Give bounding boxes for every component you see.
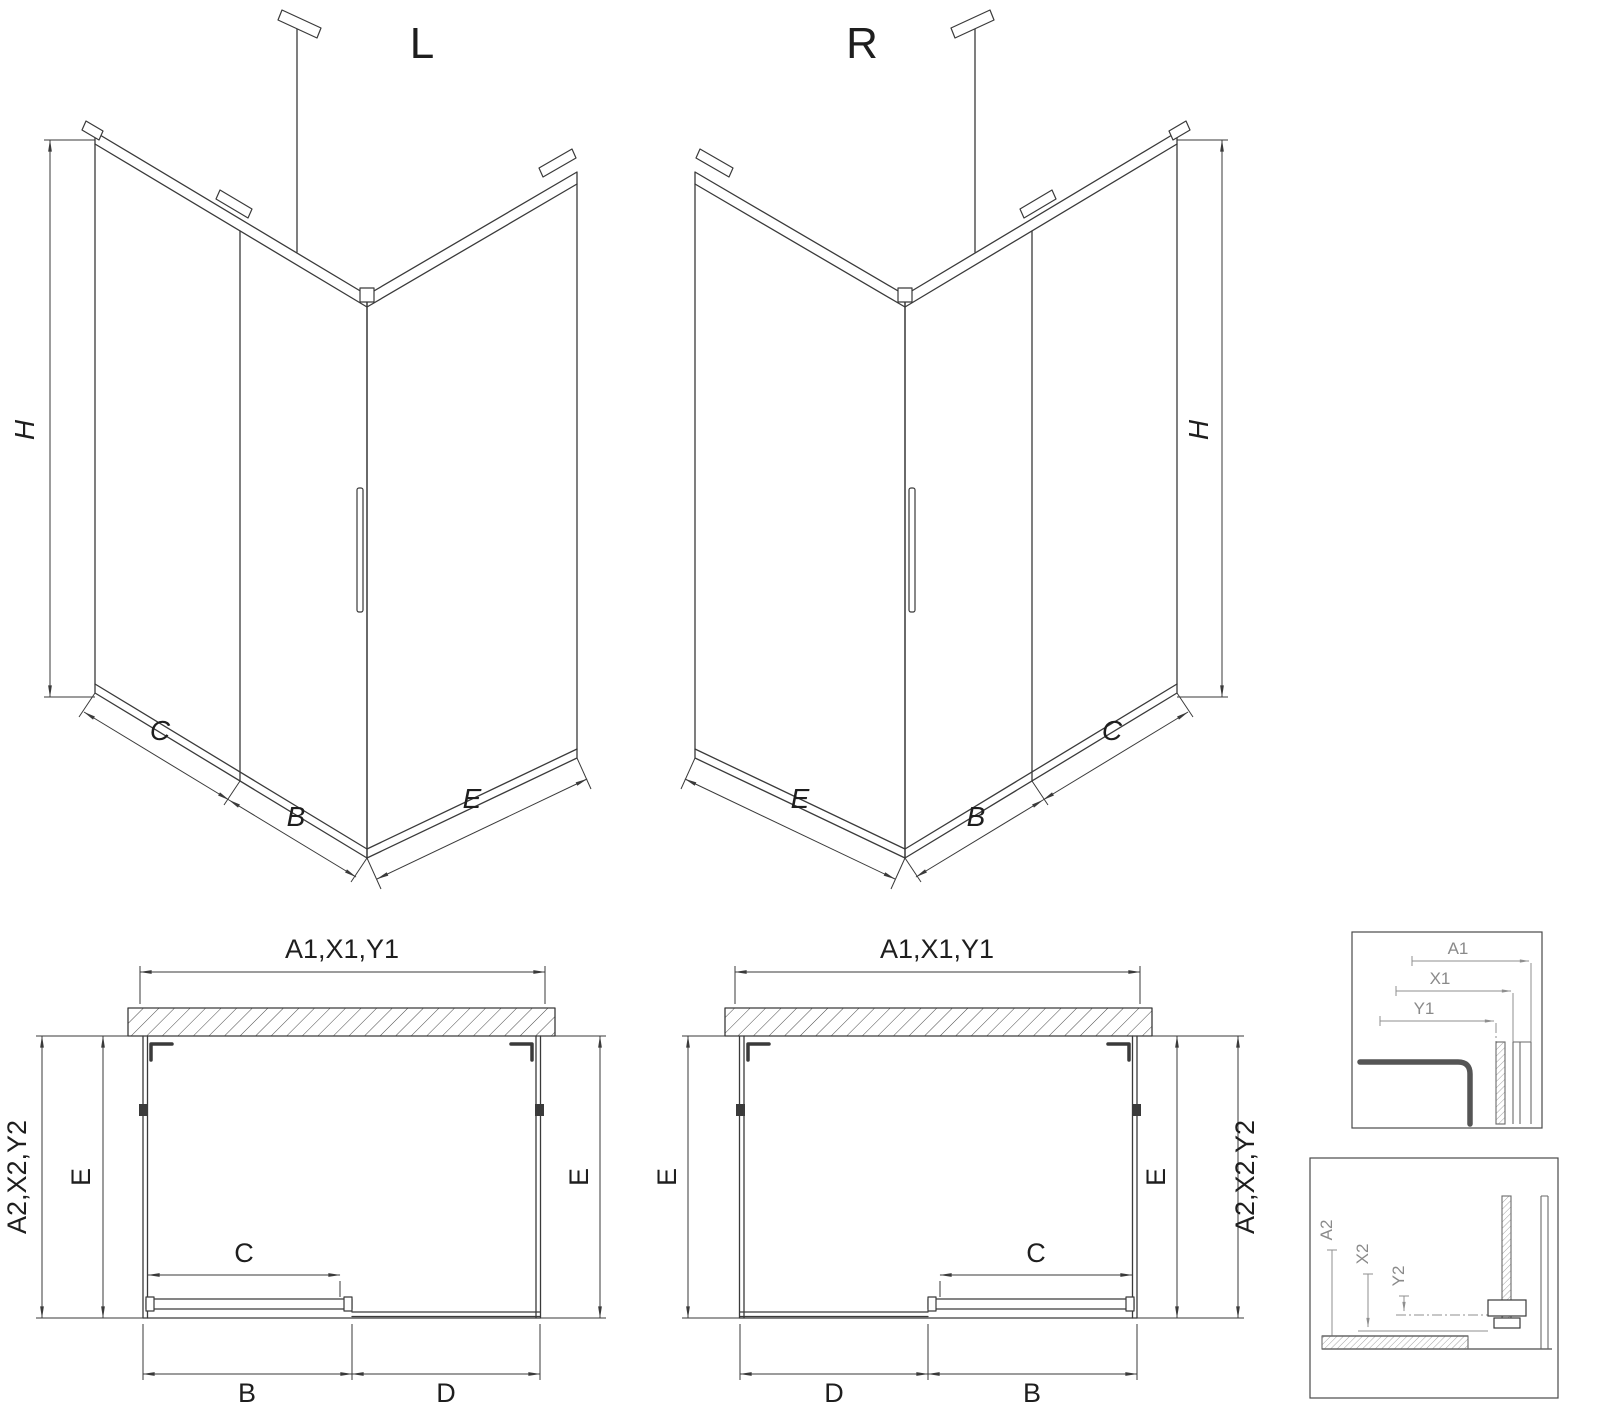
iso-right-dim-h: H [1183, 419, 1214, 440]
wall-section [724, 1007, 1153, 1037]
rail-clamp [215, 189, 253, 219]
plan-right-dim-b: B [1023, 1378, 1041, 1408]
wall-section [127, 1007, 556, 1037]
detail-bottom-border [1309, 1157, 1559, 1399]
iso-view-left: L H C B E [9, 9, 592, 890]
wall-profile-bar [1357, 1059, 1473, 1127]
back-glass-panel [94, 131, 368, 859]
door-handle [356, 487, 364, 613]
iso-view-right: R H C B E [680, 9, 1228, 890]
top-rail [94, 143, 578, 308]
wall-bracket-left [81, 120, 104, 141]
plan-right-dim-depth: A2,X2,Y2 [1230, 1120, 1260, 1234]
sliding-door [145, 1298, 353, 1310]
door-handle [908, 487, 916, 613]
detail-dim-a2: A2 [1317, 1220, 1336, 1241]
detail-bottom-leaders [1327, 1249, 1502, 1346]
front-fixed-panel [739, 1311, 929, 1318]
door-end-cap [1125, 1296, 1135, 1312]
plan-left-geometry [127, 1007, 556, 1319]
right-glass [535, 1035, 542, 1319]
plan-left-dimensions [36, 966, 606, 1380]
door-end-cap [343, 1296, 353, 1312]
plan-right-dim-d: D [824, 1378, 844, 1408]
left-glass [142, 1035, 149, 1319]
iso-left-dim-h: H [9, 419, 40, 440]
corner-connector [359, 287, 375, 303]
corner-profile-right [1106, 1042, 1131, 1062]
iso-right-dim-c: C [1102, 715, 1123, 746]
plan-left-dim-e-right: E [564, 1168, 594, 1186]
variant-label-left: L [410, 19, 434, 68]
door-guide-block [1493, 1317, 1521, 1329]
plan-view-right: A1,X1,Y1 A2,X2,Y2 E E C D B [652, 934, 1260, 1408]
plan-left-dim-e-left: E [66, 1168, 96, 1186]
corner-connector [897, 287, 913, 303]
side-glass-panel [366, 171, 578, 859]
glass-section [1495, 1041, 1506, 1125]
plan-left-dim-d: D [436, 1378, 456, 1408]
wall-bracket-left [139, 1104, 148, 1116]
wall-bracket-left [736, 1104, 745, 1116]
plan-left-dim-c: C [234, 1238, 254, 1268]
iso-left-dim-c: C [150, 715, 171, 746]
right-glass [1131, 1035, 1138, 1319]
iso-right-dim-b: B [967, 801, 986, 832]
detail-dim-x1: X1 [1430, 969, 1451, 988]
corner-profile-left [149, 1042, 174, 1062]
plan-right-dim-c: C [1026, 1238, 1046, 1268]
door-guide-block [1487, 1299, 1527, 1317]
floor-section [1321, 1335, 1469, 1350]
iso-left-dim-e: E [463, 783, 482, 814]
back-glass-panel [904, 131, 1178, 859]
detail-bottom-section [1321, 1195, 1552, 1350]
detail-dim-y1: Y1 [1414, 999, 1435, 1018]
wall-bracket-right [1132, 1104, 1141, 1116]
ceiling-bracket [950, 9, 995, 39]
detail-box-top: A1 X1 Y1 [1351, 931, 1543, 1129]
iso-left-dim-b: B [287, 801, 306, 832]
rail-clamp [1019, 189, 1057, 219]
wall-bracket-right [1168, 120, 1191, 141]
detail-top-section [1495, 1041, 1532, 1125]
plan-right-dim-e-right: E [1141, 1168, 1171, 1186]
iso-left-geometry [81, 9, 578, 859]
bottom-rail [694, 683, 1178, 850]
wall-channel [1512, 1041, 1532, 1124]
front-fixed-panel [351, 1311, 541, 1318]
iso-right-dim-e: E [791, 783, 810, 814]
plan-left-dim-depth: A2,X2,Y2 [2, 1120, 32, 1234]
plan-right-geometry [724, 1007, 1153, 1319]
detail-box-bottom: A2 X2 Y2 [1309, 1157, 1559, 1399]
plan-left-dim-width: A1,X1,Y1 [285, 934, 399, 964]
plan-right-dimensions [682, 966, 1244, 1380]
wall-bracket-right [538, 148, 577, 178]
plan-right-dim-width: A1,X1,Y1 [880, 934, 994, 964]
corner-profile-right [509, 1042, 534, 1062]
detail-dim-x2: X2 [1353, 1244, 1372, 1265]
door-end-cap [145, 1296, 155, 1312]
iso-right-dimensions [680, 139, 1228, 890]
top-rail [694, 143, 1178, 308]
plan-right-dim-e-left: E [652, 1168, 682, 1186]
wall-bracket-right [535, 1104, 544, 1116]
iso-left-dimensions [44, 139, 592, 890]
plan-left-dim-b: B [238, 1378, 256, 1408]
variant-label-right: R [846, 19, 878, 68]
detail-top-border [1351, 931, 1543, 1129]
plan-view-left: A1,X1,Y1 A2,X2,Y2 E E C B D [2, 934, 606, 1408]
floor-lines [1322, 1335, 1552, 1350]
side-glass-panel [694, 171, 906, 859]
sliding-door [927, 1298, 1135, 1310]
detail-dim-a1: A1 [1448, 939, 1469, 958]
left-glass [738, 1035, 745, 1319]
bottom-rail [94, 683, 578, 850]
corner-profile-left [746, 1042, 771, 1062]
ceiling-bracket [277, 9, 322, 39]
detail-dim-y2: Y2 [1389, 1266, 1408, 1287]
wall-profile [1540, 1195, 1549, 1349]
wall-bracket-left [695, 148, 734, 178]
door-end-cap [927, 1296, 937, 1312]
